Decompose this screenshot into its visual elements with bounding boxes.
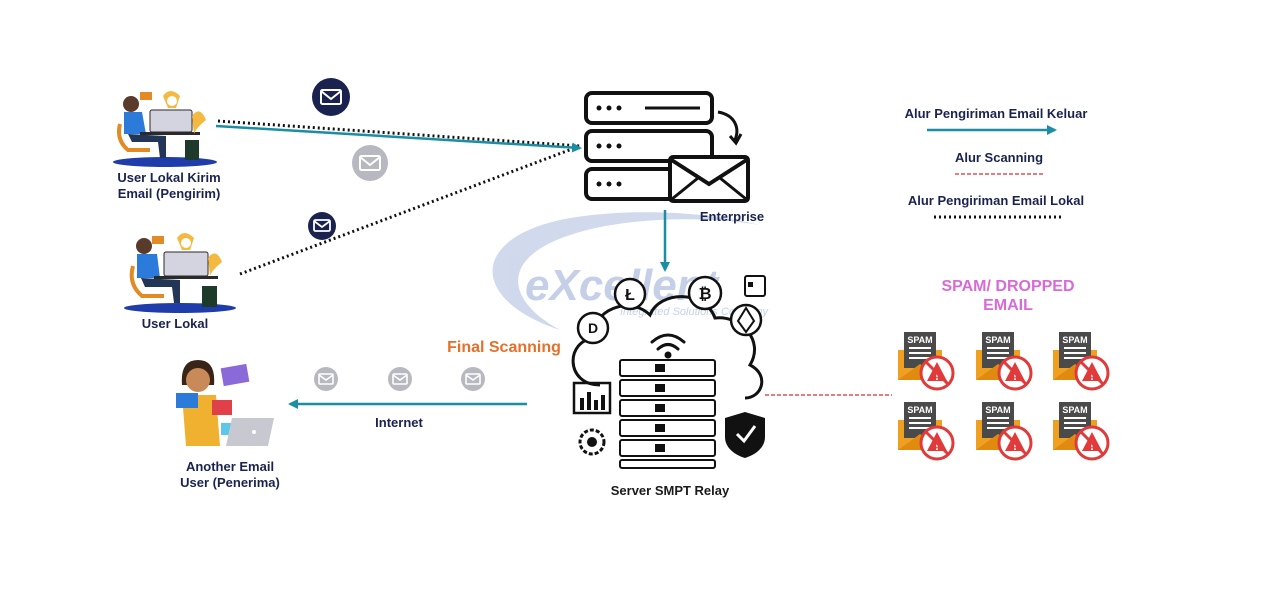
spam-heading-line2: EMAIL xyxy=(983,297,1033,314)
spam-badge-text: SPAM xyxy=(985,335,1010,345)
legend-label-outgoing: Alur Pengiriman Email Keluar xyxy=(904,106,1088,121)
svg-text:!: ! xyxy=(1013,369,1017,383)
sender-label: User Lokal Kirim Email (Pengirim) xyxy=(96,170,242,202)
gear-icon xyxy=(578,428,606,456)
envelope-icon xyxy=(352,145,388,181)
svg-text:!: ! xyxy=(1090,369,1094,383)
local-flow-line-user-lokal xyxy=(239,144,581,276)
spam-heading-line1: SPAM/ DROPPED xyxy=(941,278,1075,295)
envelope-icon xyxy=(314,367,338,391)
legend-label-local: Alur Pengiriman Email Lokal xyxy=(907,193,1085,208)
spam-badge-text: SPAM xyxy=(907,405,932,415)
receiver-label: Another Email User (Penerima) xyxy=(158,459,302,491)
spam-envelope-icon: SPAM! xyxy=(898,402,955,461)
litecoin-icon: Ł xyxy=(613,277,647,311)
spam-envelope-icon: SPAM! xyxy=(1053,332,1110,391)
relay-server-label: Server SMPT Relay xyxy=(610,483,730,498)
spam-envelope-grid: SPAM!SPAM!SPAM!SPAM!SPAM!SPAM! xyxy=(898,332,1110,461)
wallet-card-icon xyxy=(744,275,766,297)
local-user-person-illustration xyxy=(124,233,236,313)
envelope-icon xyxy=(388,367,412,391)
svg-text:D: D xyxy=(588,320,598,336)
warning-icon: ! xyxy=(997,425,1033,461)
warning-icon: ! xyxy=(919,355,955,391)
final-scanning-label: Final Scanning xyxy=(447,339,561,356)
svg-text:!: ! xyxy=(935,369,939,383)
server-rack-icon xyxy=(619,359,716,469)
warning-icon: ! xyxy=(919,425,955,461)
spam-envelope-icon: SPAM! xyxy=(1053,402,1110,461)
sender-label-line1: User Lokal Kirim xyxy=(117,170,221,185)
enterprise-label: Enterprise xyxy=(699,209,765,224)
warning-icon: ! xyxy=(1074,425,1110,461)
spam-envelope-icon: SPAM! xyxy=(898,332,955,391)
spam-envelope-icon: SPAM! xyxy=(976,402,1033,461)
spam-heading: SPAM/ DROPPED EMAIL xyxy=(920,277,1096,315)
svg-text:₿: ₿ xyxy=(698,285,711,303)
spam-badge-text: SPAM xyxy=(907,335,932,345)
svg-text:!: ! xyxy=(935,439,939,453)
relay-server-cloud-icon: D Ł ₿ xyxy=(571,275,766,469)
envelope-icon xyxy=(461,367,485,391)
bar-chart-icon xyxy=(572,381,612,415)
outgoing-flow-arrow-sender xyxy=(215,124,582,153)
envelope-icon xyxy=(312,78,350,116)
bitcoin-icon: ₿ xyxy=(687,275,723,311)
ethereum-icon xyxy=(729,303,763,337)
spam-badge-text: SPAM xyxy=(1062,335,1087,345)
receiver-person-illustration xyxy=(176,360,274,446)
svg-text:!: ! xyxy=(1090,439,1094,453)
receiver-label-line2: User (Penerima) xyxy=(180,475,280,490)
sender-person-illustration xyxy=(113,91,217,167)
dash-icon: D xyxy=(576,311,610,345)
local-flow-line-sender xyxy=(217,119,581,148)
svg-text:!: ! xyxy=(1013,439,1017,453)
envelope-icon xyxy=(308,212,336,240)
receiver-label-line1: Another Email xyxy=(185,459,275,474)
warning-icon: ! xyxy=(1074,355,1110,391)
wifi-icon xyxy=(650,333,686,359)
spam-envelope-icon: SPAM! xyxy=(976,332,1033,391)
legend-label-scanning: Alur Scanning xyxy=(954,150,1044,165)
internet-label: Internet xyxy=(375,415,423,430)
sender-label-line2: Email (Pengirim) xyxy=(117,186,221,201)
spam-badge-text: SPAM xyxy=(1062,405,1087,415)
spam-badge-text: SPAM xyxy=(985,405,1010,415)
shield-check-icon xyxy=(725,412,765,458)
warning-icon: ! xyxy=(997,355,1033,391)
svg-text:Ł: Ł xyxy=(625,287,635,304)
enterprise-server-icon xyxy=(584,91,750,203)
local-user-label: User Lokal xyxy=(141,316,209,331)
